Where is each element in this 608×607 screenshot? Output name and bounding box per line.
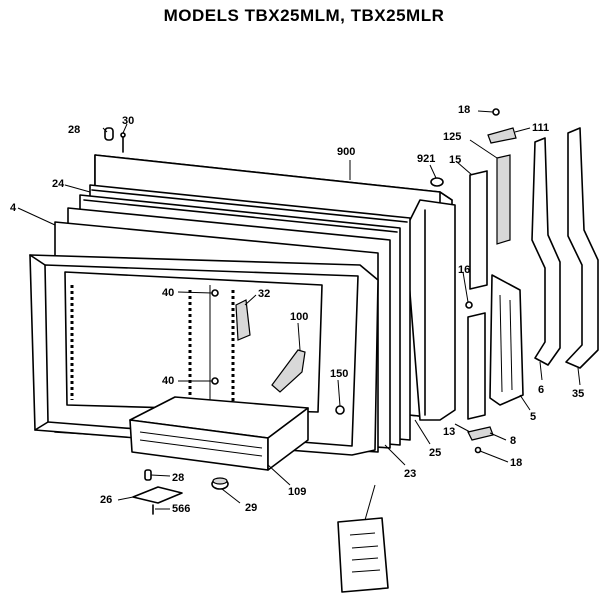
diagram-title: MODELS TBX25MLM, TBX25MLR bbox=[163, 6, 445, 25]
callout-30: 30 bbox=[122, 115, 134, 127]
cap-921 bbox=[430, 177, 444, 187]
screw-40-lower bbox=[211, 377, 219, 385]
callout-13: 13 bbox=[443, 426, 455, 438]
screw-30 bbox=[120, 132, 126, 153]
callout-24: 24 bbox=[52, 178, 65, 190]
storage-bin-109 bbox=[129, 396, 309, 471]
screw-18-bottom bbox=[474, 446, 482, 454]
callout-28-lower: 28 bbox=[172, 472, 184, 484]
shelf-bracket-32 bbox=[235, 299, 251, 341]
handle-trim-15 bbox=[467, 170, 488, 420]
callout-100: 100 bbox=[290, 311, 308, 323]
callout-25: 25 bbox=[429, 447, 441, 459]
handle-5 bbox=[489, 274, 524, 406]
callout-26: 26 bbox=[100, 494, 112, 506]
hinge-6 bbox=[531, 137, 561, 366]
callout-566: 566 bbox=[172, 503, 190, 515]
shelf-support-100 bbox=[271, 349, 306, 393]
callout-40-lower: 40 bbox=[162, 375, 174, 387]
cap-29 bbox=[211, 477, 229, 490]
callout-125: 125 bbox=[443, 131, 461, 143]
door-liner bbox=[29, 254, 379, 456]
callout-150: 150 bbox=[330, 368, 348, 380]
handle-trim-125 bbox=[496, 154, 511, 245]
callout-15: 15 bbox=[449, 154, 461, 166]
screw-40-upper bbox=[211, 289, 219, 297]
callout-18-bottom: 18 bbox=[510, 457, 522, 469]
callout-4: 4 bbox=[10, 202, 17, 214]
callout-5: 5 bbox=[530, 411, 536, 423]
callout-28-top: 28 bbox=[68, 124, 80, 136]
bracket-111 bbox=[487, 127, 517, 144]
door-side-edge bbox=[404, 199, 456, 421]
hinge-35 bbox=[565, 127, 599, 369]
callout-921: 921 bbox=[417, 153, 435, 165]
callout-109: 109 bbox=[288, 486, 306, 498]
plug-28-lower bbox=[144, 469, 152, 481]
callout-16: 16 bbox=[458, 264, 470, 276]
callout-900: 900 bbox=[337, 146, 355, 158]
screw-16 bbox=[465, 301, 473, 309]
callout-23: 23 bbox=[404, 468, 416, 480]
callout-6: 6 bbox=[538, 384, 544, 396]
callout-29: 29 bbox=[245, 502, 257, 514]
leader-lines bbox=[17, 110, 581, 521]
callout-labels: 18 111 30 28 125 900 921 15 24 4 16 40 3… bbox=[10, 104, 584, 515]
clip-150 bbox=[335, 405, 345, 415]
callout-111: 111 bbox=[532, 122, 549, 134]
callout-8: 8 bbox=[510, 435, 516, 447]
literature-booklet bbox=[337, 517, 389, 593]
callout-18-top: 18 bbox=[458, 104, 470, 116]
callout-32: 32 bbox=[258, 288, 270, 300]
plate-26 bbox=[132, 486, 183, 504]
callout-35: 35 bbox=[572, 388, 584, 400]
plug-28 bbox=[104, 127, 114, 141]
screw-18-top bbox=[492, 108, 500, 116]
callout-40-upper: 40 bbox=[162, 287, 174, 299]
bracket-8 bbox=[467, 426, 494, 441]
